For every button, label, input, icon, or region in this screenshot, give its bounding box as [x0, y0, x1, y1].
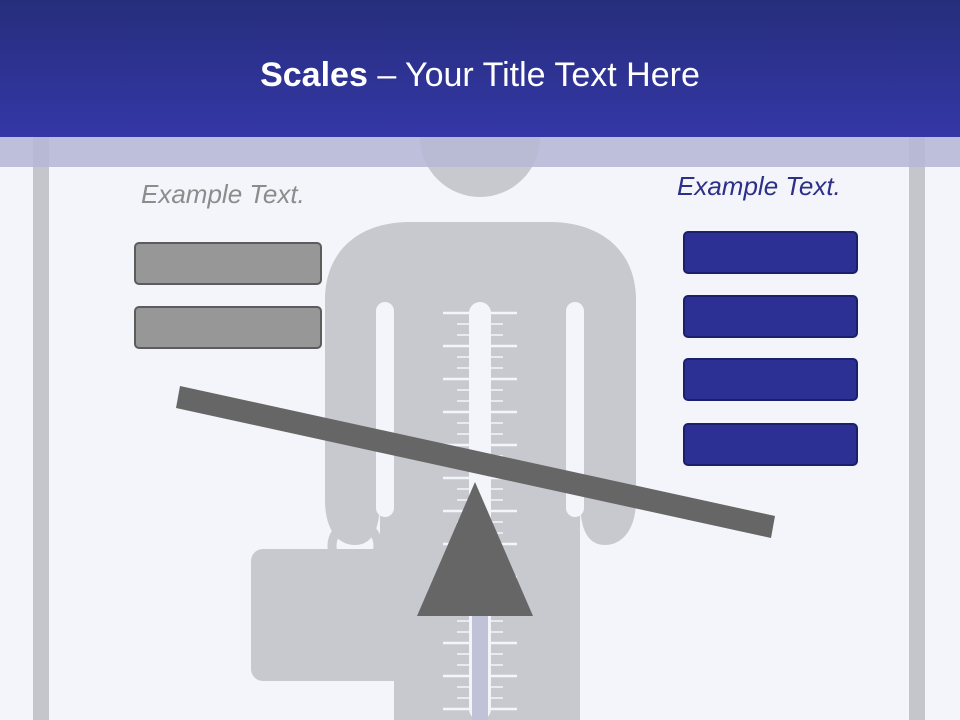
slide-title-bold: Scales [260, 56, 368, 94]
silhouette-gap-right [566, 302, 584, 517]
silhouette-gap-left [376, 302, 394, 517]
left-caption: Example Text. [141, 179, 305, 209]
fulcrum-triangle [417, 482, 533, 616]
left-box-1 [134, 242, 322, 285]
slide-title-rest: – Your Title Text Here [377, 56, 700, 94]
slide-title: Scales – Your Title Text Here [0, 54, 960, 96]
scale-beam [176, 386, 775, 538]
right-box-1 [683, 231, 858, 274]
frame-post-right [909, 137, 925, 720]
ruler-ticks [443, 311, 517, 711]
header-shadow-band [0, 137, 960, 167]
frame-post-left [33, 137, 49, 720]
right-box-4 [683, 423, 858, 466]
right-box-3 [683, 358, 858, 401]
ruler-level [472, 610, 488, 720]
title-bar [0, 0, 960, 137]
left-box-2 [134, 306, 322, 349]
right-box-2 [683, 295, 858, 338]
right-caption: Example Text. [677, 171, 841, 201]
